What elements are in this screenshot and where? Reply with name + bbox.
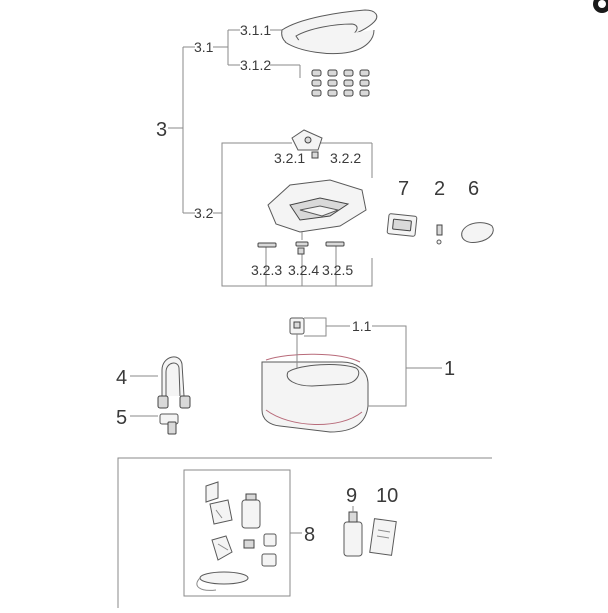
label-8: 8 bbox=[304, 524, 315, 546]
label-5: 5 bbox=[116, 407, 127, 429]
label-3-1-2: 3.1.2 bbox=[240, 57, 271, 73]
label-2: 2 bbox=[434, 178, 445, 200]
seat-lid-part bbox=[281, 9, 378, 55]
label-9: 9 bbox=[346, 485, 357, 507]
screw-part bbox=[436, 224, 443, 245]
remote-panel-part bbox=[386, 213, 418, 237]
label-1: 1 bbox=[444, 358, 455, 380]
manual-part bbox=[369, 518, 397, 556]
group-3-leaders bbox=[168, 29, 373, 287]
label-3-2-4: 3.2.4 bbox=[288, 262, 319, 278]
bowl-leaders bbox=[304, 317, 442, 407]
hinge-bracket-part bbox=[291, 129, 323, 159]
service-kit-frame bbox=[117, 457, 492, 608]
hose-part bbox=[157, 356, 191, 409]
label-6: 6 bbox=[468, 178, 479, 200]
toilet-bowl-part bbox=[261, 353, 369, 433]
label-4: 4 bbox=[116, 367, 127, 389]
label-3-2: 3.2 bbox=[194, 205, 214, 221]
module-screws-part bbox=[257, 241, 345, 255]
label-3-2-5: 3.2.5 bbox=[322, 262, 353, 278]
service-kit-part bbox=[196, 481, 277, 591]
bottle-part bbox=[343, 506, 363, 557]
cover-cap-part bbox=[461, 222, 494, 243]
label-10: 10 bbox=[376, 485, 398, 507]
label-3: 3 bbox=[156, 119, 167, 141]
label-3-2-3: 3.2.3 bbox=[251, 262, 282, 278]
valve-part bbox=[159, 413, 179, 435]
label-3-2-2: 3.2.2 bbox=[330, 150, 361, 166]
circle-badge-icon bbox=[593, 0, 608, 13]
label-3-2-1: 3.2.1 bbox=[274, 150, 305, 166]
label-3-1-1: 3.1.1 bbox=[240, 22, 271, 38]
label-1-1: 1.1 bbox=[352, 318, 372, 334]
label-7: 7 bbox=[398, 178, 409, 200]
label-3-1: 3.1 bbox=[194, 39, 214, 55]
screw-set-part bbox=[311, 69, 370, 97]
electronic-module-part bbox=[267, 179, 367, 240]
bowl-fitting-part bbox=[289, 317, 305, 368]
